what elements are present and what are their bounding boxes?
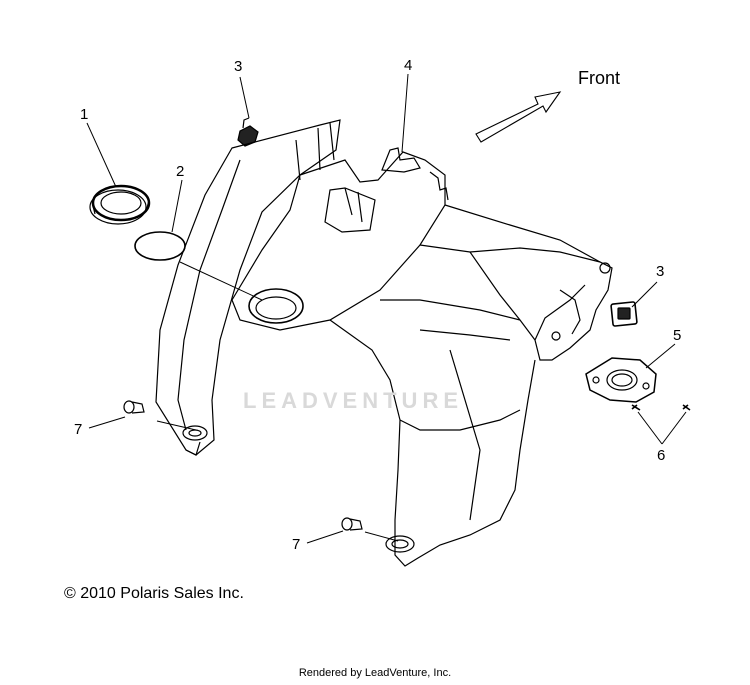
callout-3-right: 3 (656, 263, 665, 280)
part-1-seal (89, 184, 151, 225)
callout-6: 6 (657, 447, 666, 464)
leader-lines (86, 73, 687, 544)
callout-2: 2 (176, 163, 185, 180)
front-direction-label: Front (578, 68, 621, 88)
callout-4: 4 (404, 57, 413, 74)
part-7-rivet-lower (341, 517, 363, 531)
part-3-clip-right (610, 301, 638, 327)
part-3-clip-top (237, 117, 259, 147)
callout-1: 1 (80, 106, 89, 123)
front-direction-arrow (475, 91, 562, 143)
part-6-screws (631, 404, 691, 411)
rendered-by-credit: Rendered by LeadVenture, Inc. (298, 667, 452, 679)
part-5-gasket (585, 357, 657, 403)
part-4-dash-panel (155, 119, 613, 567)
copyright-notice: © 2010 Polaris Sales Inc. (64, 585, 244, 602)
callout-7-upper: 7 (74, 421, 83, 438)
watermark: LEADVENTURE (243, 388, 464, 413)
callout-7-lower: 7 (292, 536, 301, 553)
callout-3-top: 3 (234, 58, 243, 75)
part-7-rivet-upper (123, 400, 145, 414)
part-2-o-ring (134, 231, 186, 261)
callout-5: 5 (673, 327, 682, 344)
